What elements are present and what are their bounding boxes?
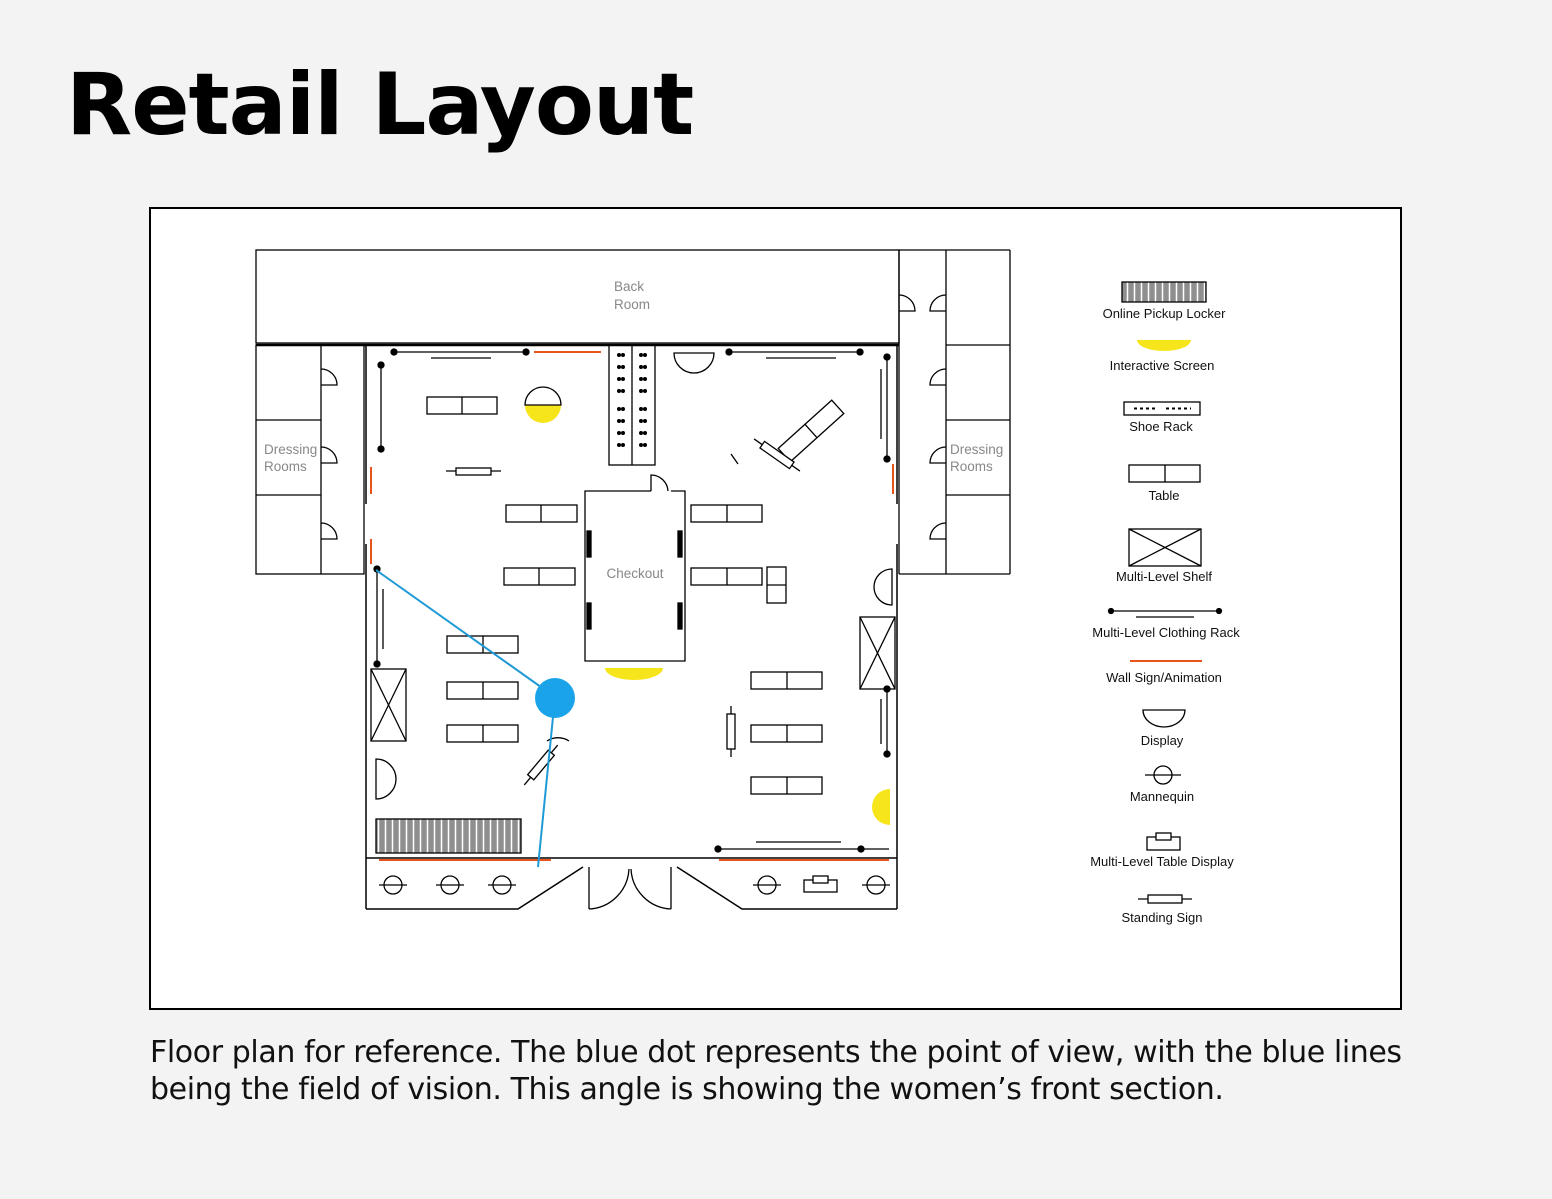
legend-table-display-icon bbox=[1146, 832, 1181, 851]
online-pickup-locker bbox=[375, 818, 522, 854]
dressing-right-label-2: Rooms bbox=[950, 459, 993, 474]
multi-level-shelves bbox=[370, 616, 896, 742]
legend-locker-icon bbox=[1121, 281, 1207, 303]
legend-label-sign: Wall Sign/Animation bbox=[1106, 670, 1222, 685]
point-of-view-dot bbox=[535, 678, 575, 718]
mannequins bbox=[379, 875, 890, 895]
checkout-counter bbox=[584, 474, 686, 662]
floor-plan: Back Room Dressing Rooms Dressing Rooms … bbox=[255, 249, 1240, 925]
caption: Floor plan for reference. The blue dot r… bbox=[150, 1035, 1402, 1107]
page-title: Retail Layout bbox=[66, 55, 694, 155]
legend-screen-icon bbox=[1137, 340, 1191, 351]
legend-standing-sign-icon bbox=[1138, 894, 1192, 904]
legend: Online Pickup Locker Interactive Screen … bbox=[1090, 281, 1240, 925]
checkout-label: Checkout bbox=[606, 566, 663, 581]
legend-label-shelf: Multi-Level Shelf bbox=[1116, 569, 1212, 584]
interactive-screens bbox=[525, 405, 890, 825]
shoe-rack-unit bbox=[608, 344, 656, 466]
legend-display-icon bbox=[1142, 709, 1186, 728]
dressing-left-label-2: Rooms bbox=[264, 459, 307, 474]
legend-label-shoe: Shoe Rack bbox=[1129, 419, 1193, 434]
legend-mannequin-icon bbox=[1145, 765, 1181, 785]
legend-label-standing-sign: Standing Sign bbox=[1122, 910, 1203, 925]
tables bbox=[426, 396, 845, 795]
legend-label-mannequin: Mannequin bbox=[1130, 789, 1194, 804]
table-display bbox=[803, 875, 838, 893]
dressing-left-label: Dressing bbox=[264, 442, 317, 457]
legend-label-table: Table bbox=[1148, 488, 1179, 503]
back-room bbox=[255, 249, 900, 344]
legend-label-display: Display bbox=[1141, 733, 1184, 748]
legend-shelf-icon bbox=[1128, 528, 1202, 567]
wall-signs bbox=[370, 351, 894, 861]
legend-label-table-display: Multi-Level Table Display bbox=[1090, 854, 1234, 869]
floor-plan-frame: Back Room Dressing Rooms Dressing Rooms … bbox=[149, 207, 1402, 1010]
back-room-label: Back bbox=[614, 279, 644, 294]
dressing-right-label: Dressing bbox=[950, 442, 1003, 457]
legend-rack-icon bbox=[1107, 607, 1223, 618]
entrance-doors bbox=[588, 867, 672, 910]
legend-label-screen: Interactive Screen bbox=[1110, 358, 1215, 373]
back-room-label-2: Room bbox=[614, 297, 650, 312]
field-of-vision bbox=[375, 569, 556, 868]
dressing-rooms-right bbox=[898, 249, 1011, 575]
displays bbox=[375, 352, 893, 800]
dressing-rooms-left bbox=[255, 344, 365, 575]
legend-shoe-icon bbox=[1123, 401, 1201, 416]
legend-label-rack: Multi-Level Clothing Rack bbox=[1092, 625, 1240, 640]
legend-label-locker: Online Pickup Locker bbox=[1103, 306, 1227, 321]
clothing-racks bbox=[373, 348, 891, 853]
store-walls bbox=[365, 345, 898, 910]
standing-signs bbox=[446, 438, 801, 786]
legend-table-icon bbox=[1128, 464, 1201, 483]
